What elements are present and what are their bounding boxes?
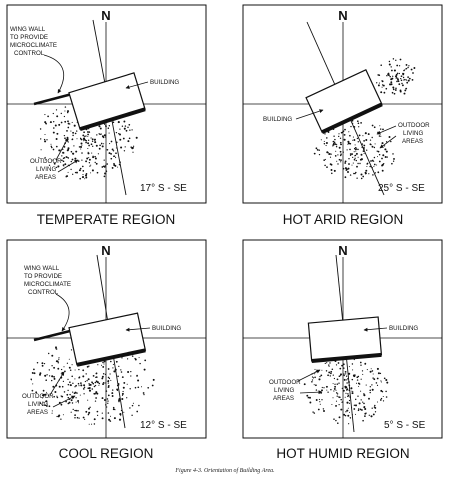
outdoor-label-2: LIVING [28, 401, 48, 408]
outdoor-label-2: LIVING [274, 387, 294, 394]
building-label: BUILDING [152, 325, 181, 332]
building-label: BUILDING [263, 116, 292, 123]
orientation-angle: 25° S - SE [378, 183, 425, 194]
outdoor-arrow-1 [297, 369, 321, 382]
outdoor-arrow-1 [55, 137, 69, 161]
figure-caption: Figure 4-3. Orientation of Building Area… [174, 467, 274, 474]
region-title: HOT ARID REGION [283, 212, 404, 227]
wing-wall [33, 92, 73, 106]
outdoor-label-2: LIVING [403, 130, 423, 137]
wing-wall-label-1: WING WALL [24, 265, 60, 272]
outdoor-label-1: OUTDOOR [269, 379, 301, 386]
outdoor-arrow-2 [299, 390, 323, 395]
building-footprint [68, 312, 147, 367]
building-arrow [125, 327, 151, 332]
panel-cool: N WING WALL TO PROVIDE MICROCLIMATE CONT… [6, 239, 207, 461]
outdoor-arrow-1 [376, 125, 397, 135]
wing-wall-label-3: MICROCLIMATE [10, 42, 57, 49]
stipple-outdoor-area-northeast [376, 58, 416, 95]
wing-wall-label-2: TO PROVIDE [10, 34, 48, 41]
building-label: BUILDING [389, 325, 418, 332]
building-arrow [363, 327, 388, 332]
wing-wall-label-4: CONTROL [14, 50, 45, 57]
wing-wall-arrow [55, 293, 70, 332]
outdoor-arrow-2 [379, 135, 397, 149]
building-label: BUILDING [150, 79, 179, 86]
orientation-angle: 17° S - SE [140, 183, 187, 194]
outdoor-label-3: AREAS [35, 174, 56, 181]
building-arrow [295, 109, 324, 120]
panel-temperate: N WING WALL TO PROVIDE MICROCLIMATE CONT… [6, 4, 207, 227]
wing-wall-arrow [43, 54, 64, 94]
panel-hot-arid: N BUILDING OUTDOOR LIVING AREAS 25° S - … [242, 4, 443, 227]
outdoor-label-3: AREAS [27, 409, 48, 416]
panel-hot-humid: N BUILDING OUTDOOR LIVING AREAS 5° S - S… [242, 239, 443, 461]
building-footprint [307, 316, 383, 363]
outdoor-arrow-2 [52, 395, 76, 408]
region-title: TEMPERATE REGION [37, 212, 176, 227]
outdoor-label-1: OUTDOOR [398, 122, 430, 129]
building-footprint [68, 72, 146, 132]
panel-frame [6, 239, 207, 439]
wing-wall-label-4: CONTROL [28, 289, 59, 296]
orientation-angle: 5° S - SE [384, 420, 426, 431]
region-title: HOT HUMID REGION [276, 446, 409, 461]
panel-frame [242, 239, 443, 439]
wing-wall-label-3: MICROCLIMATE [24, 281, 71, 288]
outdoor-label-3: AREAS [402, 138, 423, 145]
north-label: N [101, 243, 110, 258]
building-arrow [125, 81, 149, 90]
outdoor-arrow-1 [49, 371, 65, 396]
wing-wall-label-2: TO PROVIDE [24, 273, 62, 280]
north-label: N [338, 8, 347, 23]
wing-wall-label-1: WING WALL [10, 26, 46, 33]
outdoor-label-1: OUTDOOR [22, 393, 54, 400]
outdoor-label-2: LIVING [36, 166, 56, 173]
outdoor-label-3: AREAS [273, 395, 294, 402]
stipple-outdoor-area-south [313, 119, 395, 180]
building-footprint [305, 69, 383, 134]
stipple-outdoor-area [38, 104, 138, 180]
outdoor-label-1: OUTDOOR [30, 158, 62, 165]
outdoor-arrow-2 [57, 159, 79, 173]
wing-wall [33, 329, 71, 342]
north-label: N [338, 243, 347, 258]
region-title: COOL REGION [59, 446, 154, 461]
north-label: N [101, 8, 110, 23]
orientation-angle: 12° S - SE [140, 420, 187, 431]
stipple-outdoor-area [303, 358, 389, 425]
